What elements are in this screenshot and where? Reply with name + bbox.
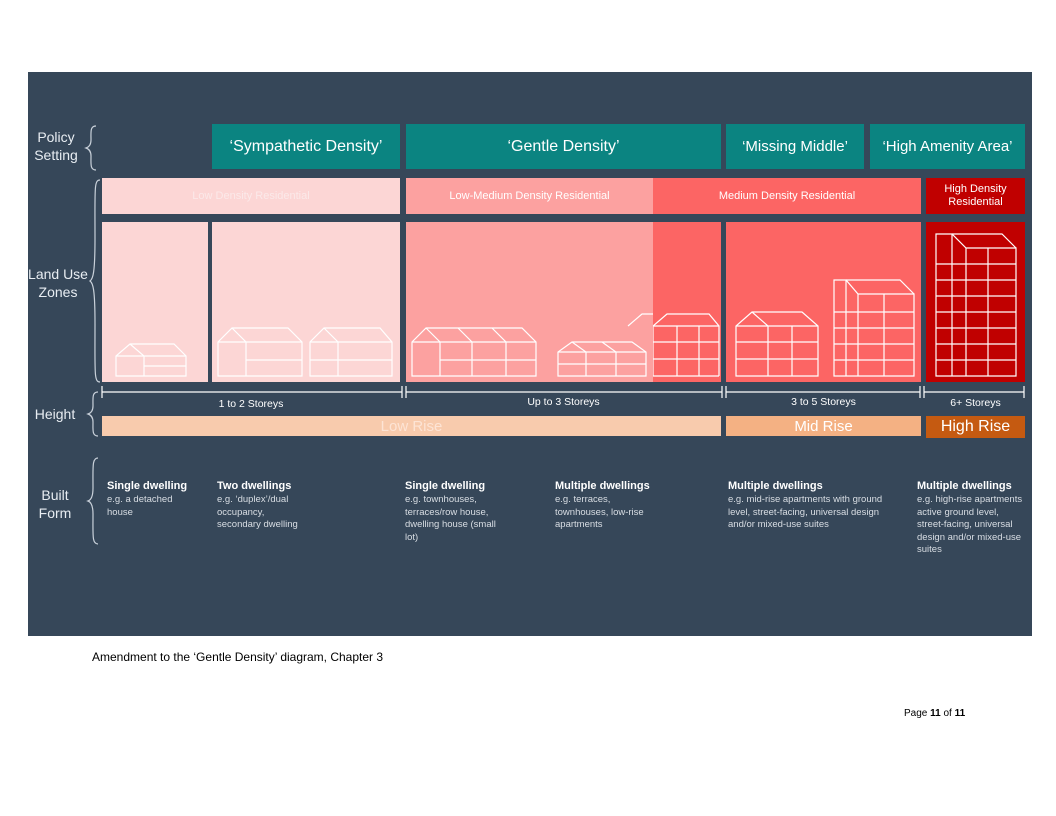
zone-panel-low-medium-transition	[652, 222, 721, 382]
zone-panel-low-medium	[406, 222, 653, 382]
zone-medium-density-residential: Medium Density Residential	[653, 178, 921, 214]
built-form-multiple-dwellings-mid-rise: Multiple dwellings e.g. mid-rise apartme…	[728, 480, 883, 530]
dimension-arrow-icon	[101, 386, 1025, 398]
house-outline-icon	[217, 327, 393, 377]
built-form-single-dwelling-townhouse: Single dwelling e.g. townhouses,terraces…	[405, 480, 496, 543]
height-label-6-plus-storeys: 6+ Storeys	[950, 397, 1001, 409]
house-outline-icon	[411, 313, 653, 377]
zone-low-medium-density-residential: Low-Medium Density Residential	[406, 178, 653, 214]
bar-low-rise: Low Rise	[102, 416, 721, 436]
bracket-icon	[84, 125, 97, 171]
page-number: Page 11 of 11	[904, 708, 966, 719]
zone-panel-medium	[726, 222, 921, 382]
zone-panel-two-dwellings	[212, 222, 400, 382]
policy-missing-middle: ‘Missing Middle’	[726, 124, 864, 169]
zone-panel-single-dwelling	[102, 222, 208, 382]
built-form-multiple-dwellings-high-rise: Multiple dwellings e.g. high-rise apartm…	[917, 480, 1023, 555]
bar-high-rise: High Rise	[926, 416, 1025, 438]
row-label-height: Height	[34, 406, 76, 422]
tower-outline-icon	[935, 233, 1017, 377]
figure-caption: Amendment to the ‘Gentle Density’ diagra…	[92, 650, 384, 664]
bracket-icon	[86, 457, 99, 545]
apartment-outline-icon	[735, 279, 915, 377]
height-label-1-2-storeys: 1 to 2 Storeys	[218, 398, 284, 410]
bracket-icon	[88, 179, 101, 383]
house-outline-icon	[115, 343, 187, 377]
bar-mid-rise: Mid Rise	[726, 416, 921, 436]
policy-gentle-density: ‘Gentle Density’	[406, 124, 721, 169]
apartment-outline-icon	[652, 313, 720, 377]
height-label-3-5-storeys: 3 to 5 Storeys	[791, 396, 856, 408]
zone-low-density-residential: Low Density Residential	[102, 178, 400, 214]
height-label-up-to-3-storeys: Up to 3 Storeys	[527, 396, 600, 408]
zone-panel-high	[926, 222, 1025, 382]
built-form-multiple-dwellings-low-rise: Multiple dwellings e.g. terraces,townhou…	[555, 480, 650, 530]
policy-high-amenity-area: ‘High Amenity Area’	[870, 124, 1025, 169]
bracket-icon	[86, 391, 99, 437]
policy-sympathetic-density: ‘Sympathetic Density’	[212, 124, 400, 169]
